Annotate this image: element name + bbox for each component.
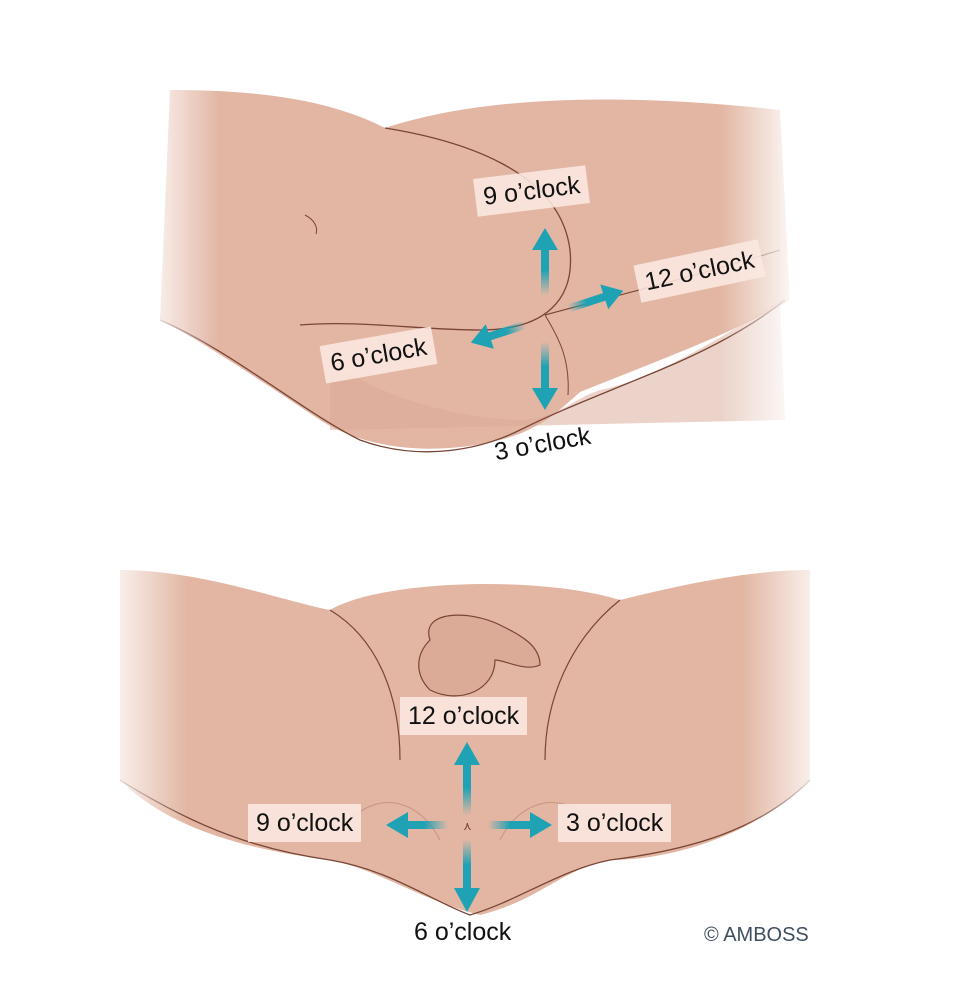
label-bottom-6-oclock: 6 o’clock bbox=[414, 918, 512, 946]
arrow-down bbox=[541, 342, 549, 392]
top-figure-body bbox=[140, 80, 800, 470]
label-bottom-9-oclock: 9 o’clock bbox=[248, 804, 362, 842]
arrow-left bbox=[400, 821, 448, 829]
arrow-right bbox=[566, 292, 608, 313]
copyright: © AMBOSS bbox=[704, 924, 809, 946]
top-arrows bbox=[470, 228, 624, 410]
bottom-arrows: ⋏ bbox=[386, 742, 552, 912]
arrow-left bbox=[485, 321, 527, 342]
arrow-up bbox=[541, 245, 549, 295]
svg-text:⋏: ⋏ bbox=[463, 819, 472, 833]
label-bottom-3-oclock: 3 o’clock bbox=[558, 804, 672, 842]
arrow-right bbox=[488, 821, 533, 829]
arrow-up bbox=[463, 760, 471, 815]
label-bottom-12-oclock: 12 o’clock bbox=[400, 697, 528, 735]
arrow-down bbox=[463, 840, 471, 890]
